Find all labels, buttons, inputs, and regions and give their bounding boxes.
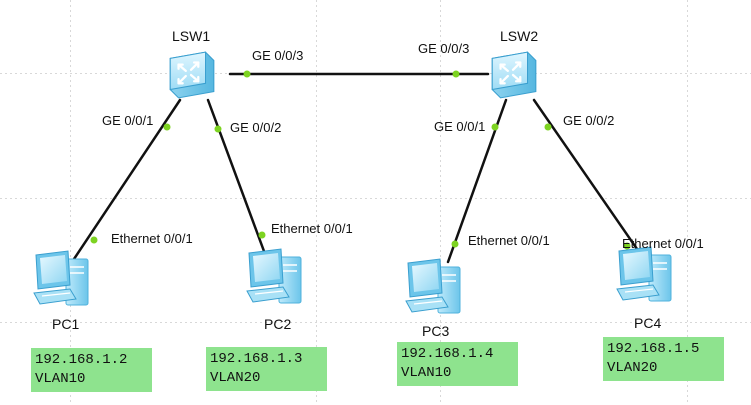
pc1-ip: 192.168.1.2 [35, 352, 128, 368]
port-dot-lsw2-ge001 [491, 123, 499, 131]
port-label-pc4-eth: Ethernet 0/0/1 [622, 236, 704, 251]
pc3-vlan: VLAN10 [401, 365, 452, 381]
pc4-vlan: VLAN20 [607, 360, 658, 376]
pc4-icon[interactable] [616, 246, 672, 302]
pc2-info-box: 192.168.1.3 VLAN20 [206, 347, 327, 391]
port-dot-lsw1-ge001 [163, 123, 171, 131]
port-label-lsw2-ge001: GE 0/0/1 [434, 119, 486, 134]
pc2-vlan: VLAN20 [210, 370, 261, 386]
port-label-lsw2-trunk: GE 0/0/3 [418, 41, 470, 56]
port-dot-pc3-eth [451, 240, 459, 248]
pc3-label: PC3 [422, 323, 450, 339]
pc2-label: PC2 [264, 316, 292, 332]
pc1-info-box: 192.168.1.2 VLAN10 [31, 348, 152, 392]
port-label-pc3-eth: Ethernet 0/0/1 [468, 233, 550, 248]
port-label-lsw2-ge002: GE 0/0/2 [563, 113, 615, 128]
link-lsw2-pc4[interactable] [532, 98, 648, 264]
switch-lsw1-icon[interactable] [169, 51, 215, 99]
port-dot-lsw1-ge002 [214, 125, 222, 133]
pc3-info-box: 192.168.1.4 VLAN10 [397, 342, 518, 386]
pc4-info-box: 192.168.1.5 VLAN20 [603, 337, 724, 381]
pc2-ip: 192.168.1.3 [210, 351, 303, 367]
switch-lsw2-icon[interactable] [491, 51, 537, 99]
pc4-ip: 192.168.1.5 [607, 341, 700, 357]
port-label-pc2-eth: Ethernet 0/0/1 [271, 221, 353, 236]
pc1-icon[interactable] [33, 250, 89, 306]
port-dot-lsw2-ge003 [452, 70, 460, 78]
port-dot-pc2-eth [258, 231, 266, 239]
pc3-ip: 192.168.1.4 [401, 346, 494, 362]
port-label-lsw1-ge002: GE 0/0/2 [230, 120, 282, 135]
port-dot-pc1-eth [90, 236, 98, 244]
switch-lsw2-label: LSW2 [500, 28, 539, 44]
pc2-icon[interactable] [246, 248, 302, 304]
switch-lsw1-label: LSW1 [172, 28, 211, 44]
pc4-label: PC4 [634, 315, 662, 331]
port-label-lsw1-trunk: GE 0/0/3 [252, 48, 304, 63]
port-label-pc1-eth: Ethernet 0/0/1 [111, 231, 193, 246]
pc1-vlan: VLAN10 [35, 371, 86, 387]
port-dot-lsw2-ge002 [544, 123, 552, 131]
port-dot-lsw1-ge003 [243, 70, 251, 78]
link-lsw1-pc1[interactable] [70, 98, 182, 264]
port-label-lsw1-ge001: GE 0/0/1 [102, 113, 154, 128]
pc3-icon[interactable] [405, 258, 461, 314]
port-dot-pc4-eth [623, 242, 631, 250]
pc1-label: PC1 [52, 316, 80, 332]
